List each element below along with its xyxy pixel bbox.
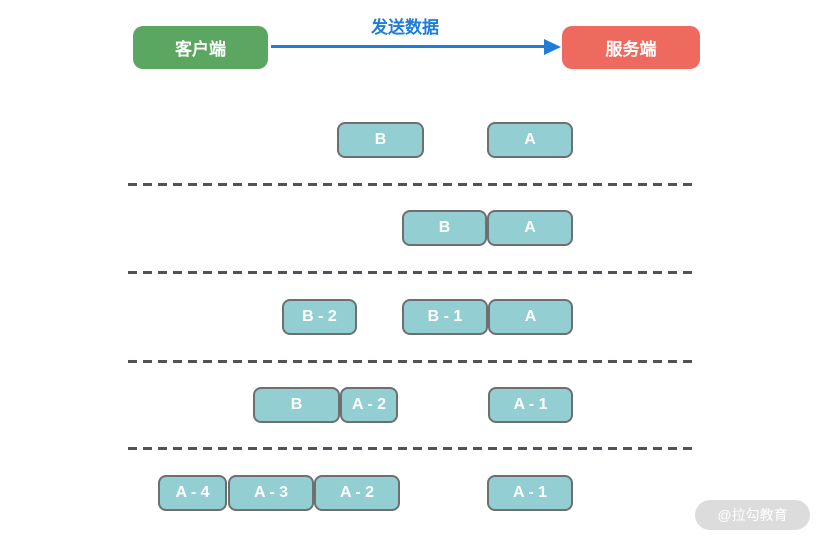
dashed-separator-3 (128, 360, 692, 363)
row3-packet-b1: B - 1 (402, 299, 488, 335)
dashed-separator-4 (128, 447, 692, 450)
row2-packet-a: A (487, 210, 573, 246)
row5-packet-a2: A - 2 (314, 475, 400, 511)
row1-packet-a: A (487, 122, 573, 158)
server-node: 服务端 (562, 26, 700, 69)
row1-packet-b: B (337, 122, 424, 158)
row3-packet-b2: B - 2 (282, 299, 357, 335)
row2-packet-b: B (402, 210, 487, 246)
dashed-separator-1 (128, 183, 692, 186)
row4-packet-a1: A - 1 (488, 387, 573, 423)
row5-packet-a4: A - 4 (158, 475, 227, 511)
row4-packet-a2: A - 2 (340, 387, 398, 423)
row4-packet-b: B (253, 387, 340, 423)
row5-packet-a3: A - 3 (228, 475, 314, 511)
send-data-label: 发送数据 (371, 18, 439, 37)
row3-packet-a: A (488, 299, 573, 335)
row5-packet-a1: A - 1 (487, 475, 573, 511)
watermark-badge: @拉勾教育 (695, 500, 810, 530)
dashed-separator-2 (128, 271, 692, 274)
arrow-head-icon (544, 39, 561, 55)
send-arrow-line (271, 45, 545, 48)
client-node: 客户端 (133, 26, 268, 69)
